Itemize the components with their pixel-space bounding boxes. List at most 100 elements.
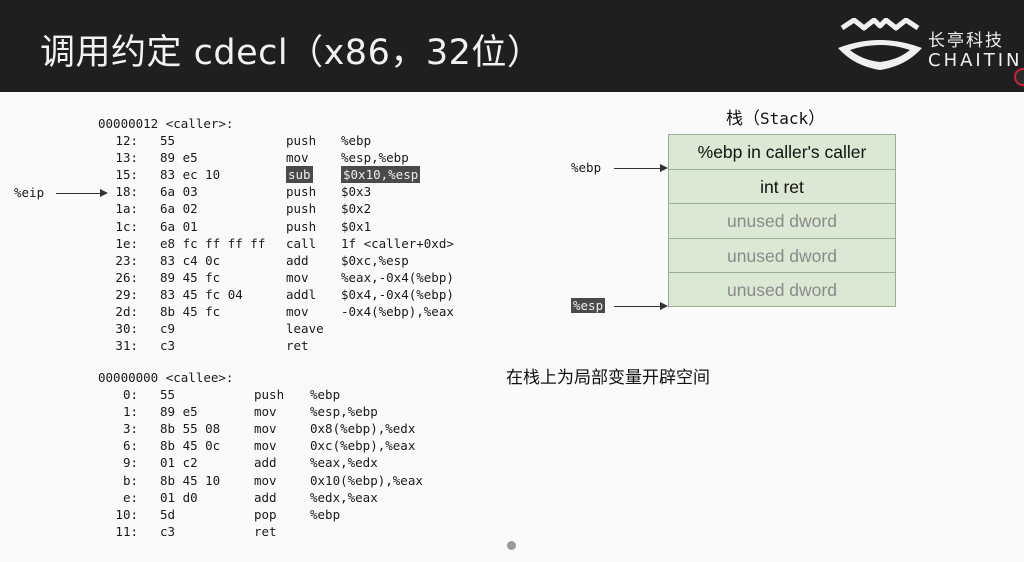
stack-title-close: ）: [808, 109, 826, 129]
asm-offset: 6:: [122, 438, 138, 454]
asm-op: mov: [286, 150, 309, 166]
brand-name-cn: 长亭科技: [928, 31, 1004, 51]
header-bar: 调用约定 cdecl（x86，32位） 长亭科技 CHAITIN: [0, 0, 1024, 92]
stack-title-cn: 栈（: [726, 109, 760, 129]
asm-bytes: c3: [160, 523, 176, 539]
ebp-arrow: [614, 168, 660, 169]
esp-arrowhead-icon: [660, 302, 668, 310]
asm-bytes: 6a 03: [160, 184, 198, 200]
asm-op: push: [286, 184, 317, 200]
asm-args: %ebp: [341, 133, 372, 148]
eip-label: %eip: [14, 185, 45, 200]
asm-op: leave: [286, 321, 324, 337]
asm-args: %ebp: [310, 387, 341, 402]
asm-offset: 3:: [122, 421, 138, 437]
asm-bytes: c3: [160, 338, 176, 354]
asm-bytes: 89 e5: [160, 404, 198, 420]
asm-op: ret: [286, 338, 309, 354]
asm-args: 1f <caller+0xd>: [341, 235, 454, 251]
asm-args: %esp,%ebp: [341, 150, 409, 166]
asm-bytes: 8b 45 fc: [160, 304, 221, 319]
slide-caption: 在栈上为局部变量开辟空间: [506, 368, 710, 388]
caller-label: 00000012 <caller>:: [98, 116, 234, 131]
chaitin-logo-icon: [838, 18, 922, 70]
asm-args: $0x1: [341, 218, 372, 234]
eip-arrowhead-icon: [100, 189, 108, 197]
callee-label: 00000000 <callee>:: [98, 370, 234, 385]
asm-offset: 10:: [115, 506, 138, 522]
slide-title: 调用约定 cdecl（x86，32位）: [40, 33, 543, 73]
asm-op: mov: [286, 304, 309, 319]
asm-bytes: 89 e5: [160, 150, 198, 166]
asm-line: 1c: 6a 01 push $0x1: [0, 218, 480, 235]
asm-op: mov: [286, 269, 309, 285]
asm-args: $0xc,%esp: [341, 252, 409, 268]
asm-bytes: 8b 45 0c: [160, 438, 221, 454]
asm-args: $0x2: [341, 201, 372, 217]
asm-offset: e:: [122, 489, 138, 505]
asm-bytes: 01 c2: [160, 455, 198, 471]
slide-pager-dot[interactable]: [507, 541, 516, 550]
asm-offset: 1a:: [115, 201, 138, 217]
stack-slot: int ret: [668, 168, 896, 204]
ebp-arrowhead-icon: [660, 164, 668, 172]
stack-title: 栈（Stack）: [726, 104, 825, 129]
asm-bytes: 5d: [160, 506, 176, 522]
asm-offset: 1e:: [115, 235, 138, 251]
asm-op: push: [286, 218, 317, 234]
asm-line: 10: 5d pop %ebp: [0, 506, 480, 523]
asm-bytes: 55: [160, 387, 176, 402]
asm-bytes: 89 45 fc: [160, 269, 221, 285]
stack-title-en: Stack: [760, 109, 809, 128]
asm-offset: 12:: [115, 133, 138, 148]
asm-op: push: [254, 387, 285, 402]
asm-line: 0: 55 push %ebp: [0, 386, 480, 403]
asm-line: 13: 89 e5 mov %esp,%ebp: [0, 149, 480, 166]
asm-args: %esp,%ebp: [310, 404, 378, 420]
esp-arrow: [614, 306, 660, 307]
asm-bytes: 6a 02: [160, 201, 198, 217]
asm-offset: 29:: [115, 286, 138, 302]
asm-bytes: e8 fc ff ff ff: [160, 235, 266, 251]
asm-bytes: 8b 55 08: [160, 421, 221, 437]
asm-op: call: [286, 235, 317, 251]
record-indicator-icon: [1014, 68, 1024, 86]
asm-bytes: 55: [160, 133, 176, 148]
asm-args: %eax,-0x4(%ebp): [341, 269, 454, 285]
asm-args: $0x3: [341, 184, 372, 200]
asm-args: %ebp: [310, 506, 341, 522]
asm-bytes: 83 45 fc 04: [160, 286, 243, 302]
stack-slot: %ebp in caller's caller: [668, 134, 896, 169]
esp-label: %esp: [571, 298, 606, 314]
asm-offset: 23:: [115, 252, 138, 268]
asm-offset: 0:: [122, 387, 138, 402]
asm-args: %edx,%eax: [310, 489, 378, 505]
asm-op: ret: [254, 523, 277, 539]
brand-name-en: CHAITIN: [928, 50, 1023, 71]
asm-offset: 30:: [115, 321, 138, 337]
asm-offset: 1:: [122, 404, 138, 420]
asm-offset: b:: [122, 472, 138, 488]
asm-bytes: 6a 01: [160, 218, 198, 234]
asm-offset: 31:: [115, 338, 138, 354]
asm-op: pop: [254, 506, 277, 522]
asm-op: mov: [254, 421, 277, 437]
asm-offset: 13:: [115, 150, 138, 166]
asm-op: add: [286, 252, 309, 268]
ebp-label: %ebp: [571, 160, 602, 175]
asm-op: mov: [254, 472, 277, 488]
asm-offset: 1c:: [115, 218, 138, 234]
